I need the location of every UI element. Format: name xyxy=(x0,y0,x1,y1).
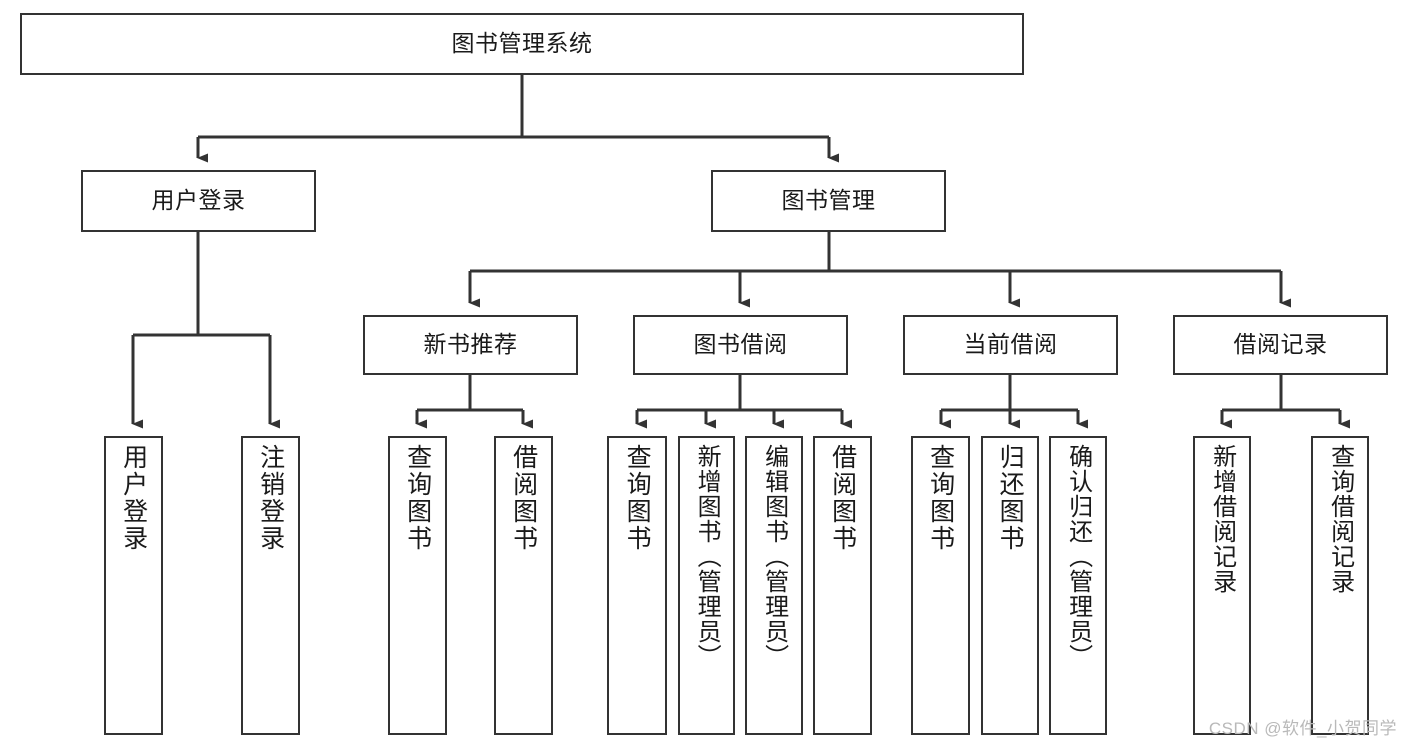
node-leaf-query-book-3[interactable]: 查询图书 xyxy=(911,436,970,735)
node-leaf-confirm-return[interactable]: 确认归还（管理员） xyxy=(1049,436,1107,735)
node-leaf-user-logout-label: 注销登录 xyxy=(256,444,285,552)
node-root[interactable]: 图书管理系统 xyxy=(20,13,1024,75)
node-leaf-user-login-label: 用户登录 xyxy=(119,444,148,552)
node-current-borrow-label: 当前借阅 xyxy=(963,331,1058,358)
node-leaf-add-book[interactable]: 新增图书（管理员） xyxy=(678,436,735,735)
node-book-borrow-label: 图书借阅 xyxy=(693,331,788,358)
node-leaf-query-book-2[interactable]: 查询图书 xyxy=(607,436,667,735)
node-new-book-recommend-label: 新书推荐 xyxy=(423,331,518,358)
node-user-login[interactable]: 用户登录 xyxy=(81,170,316,232)
node-borrow-record[interactable]: 借阅记录 xyxy=(1173,315,1388,375)
node-leaf-add-book-label: 新增图书（管理员） xyxy=(693,444,721,669)
node-leaf-borrow-book-1-label: 借阅图书 xyxy=(509,444,538,552)
node-leaf-return-book-label: 归还图书 xyxy=(996,444,1025,552)
node-book-management-label: 图书管理 xyxy=(781,187,876,214)
node-leaf-edit-book-label: 编辑图书（管理员） xyxy=(760,444,788,669)
csdn-watermark: CSDN @软件_小贺同学 xyxy=(1208,719,1397,738)
node-leaf-user-logout[interactable]: 注销登录 xyxy=(241,436,300,735)
node-leaf-borrow-book-1[interactable]: 借阅图书 xyxy=(494,436,553,735)
node-borrow-record-label: 借阅记录 xyxy=(1233,331,1328,358)
node-current-borrow[interactable]: 当前借阅 xyxy=(903,315,1118,375)
node-leaf-query-record[interactable]: 查询借阅记录 xyxy=(1311,436,1369,735)
node-user-login-label: 用户登录 xyxy=(151,187,246,214)
node-leaf-borrow-book-2[interactable]: 借阅图书 xyxy=(813,436,872,735)
node-leaf-borrow-book-2-label: 借阅图书 xyxy=(828,444,857,552)
node-leaf-query-book-2-label: 查询图书 xyxy=(623,444,652,552)
node-leaf-query-book-3-label: 查询图书 xyxy=(926,444,955,552)
node-leaf-add-record-label: 新增借阅记录 xyxy=(1208,444,1236,594)
node-leaf-query-record-label: 查询借阅记录 xyxy=(1326,444,1354,594)
node-leaf-return-book[interactable]: 归还图书 xyxy=(981,436,1039,735)
node-leaf-confirm-return-label: 确认归还（管理员） xyxy=(1064,444,1092,669)
node-leaf-add-record[interactable]: 新增借阅记录 xyxy=(1193,436,1251,735)
node-book-borrow[interactable]: 图书借阅 xyxy=(633,315,848,375)
node-leaf-query-book-1[interactable]: 查询图书 xyxy=(388,436,447,735)
node-root-label: 图书管理系统 xyxy=(451,30,593,57)
node-leaf-query-book-1-label: 查询图书 xyxy=(403,444,432,552)
node-leaf-user-login[interactable]: 用户登录 xyxy=(104,436,163,735)
node-leaf-edit-book[interactable]: 编辑图书（管理员） xyxy=(745,436,803,735)
node-book-management[interactable]: 图书管理 xyxy=(711,170,946,232)
node-new-book-recommend[interactable]: 新书推荐 xyxy=(363,315,578,375)
